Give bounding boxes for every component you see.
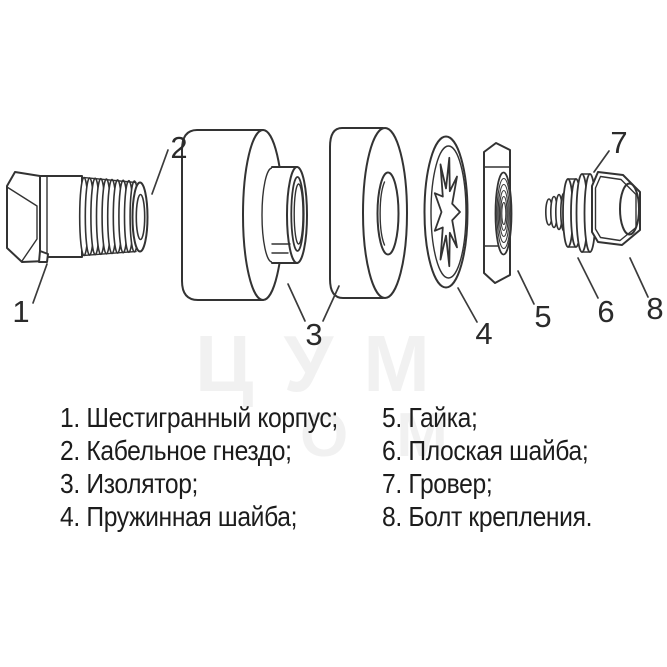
part-label-2: 2 — [170, 130, 187, 165]
legend-item-5: 5. Гайка; — [382, 402, 478, 433]
part-cable-socket — [181, 129, 308, 301]
thread-crests — [78, 176, 140, 257]
part-label-4: 4 — [475, 316, 492, 351]
legend-left-column: 1. Шестигранный корпус; 2. Кабельное гне… — [60, 401, 338, 533]
watermark-row-2: ОМ — [300, 401, 496, 470]
leader-line-1 — [32, 263, 48, 304]
part-insulator — [329, 127, 408, 299]
legend-item-3: 3. Изолятор; — [60, 468, 199, 499]
leader-line-8 — [629, 257, 649, 298]
leader-line-6 — [577, 257, 599, 299]
legend-right-column: 5. Гайка; 6. Плоская шайба; 7. Гровер; 8… — [382, 401, 592, 533]
part-bolt-assembly — [544, 171, 641, 253]
legend-item-7: 7. Гровер; — [382, 468, 493, 499]
nut-thread-hatch — [496, 177, 512, 250]
legend-item-2: 2. Кабельное гнездо; — [60, 435, 292, 466]
legend-item-4: 4. Пружинная шайба; — [60, 501, 298, 532]
exploded-view-diagram: 1 2 3 4 5 6 7 8 — [6, 125, 664, 352]
leader-lines — [32, 149, 649, 323]
part-hex-body — [6, 171, 149, 263]
part-label-3: 3 — [305, 317, 322, 352]
part-label-6: 6 — [597, 294, 614, 329]
part-spring-washer — [423, 135, 469, 289]
leader-line-5 — [517, 270, 535, 305]
watermark-row-1: ЦУМ — [195, 319, 460, 408]
legend-item-1: 1. Шестигранный корпус; — [60, 402, 338, 433]
part-nut — [483, 142, 513, 284]
part-bolt-head — [591, 171, 641, 246]
part-label-1: 1 — [12, 294, 29, 329]
part-label-5: 5 — [534, 299, 551, 334]
legend-item-8: 8. Болт крепления. — [382, 501, 593, 532]
leader-line-2 — [151, 149, 169, 195]
leader-line-4 — [457, 287, 478, 323]
part-callouts: 1 2 3 4 5 6 7 8 — [12, 125, 663, 352]
legend-item-6: 6. Плоская шайба; — [382, 435, 589, 466]
part-label-7: 7 — [610, 125, 627, 160]
leader-line-3b — [322, 285, 340, 322]
part-label-8: 8 — [646, 291, 663, 326]
leader-line-7 — [593, 150, 610, 173]
leader-line-3a — [287, 283, 306, 322]
